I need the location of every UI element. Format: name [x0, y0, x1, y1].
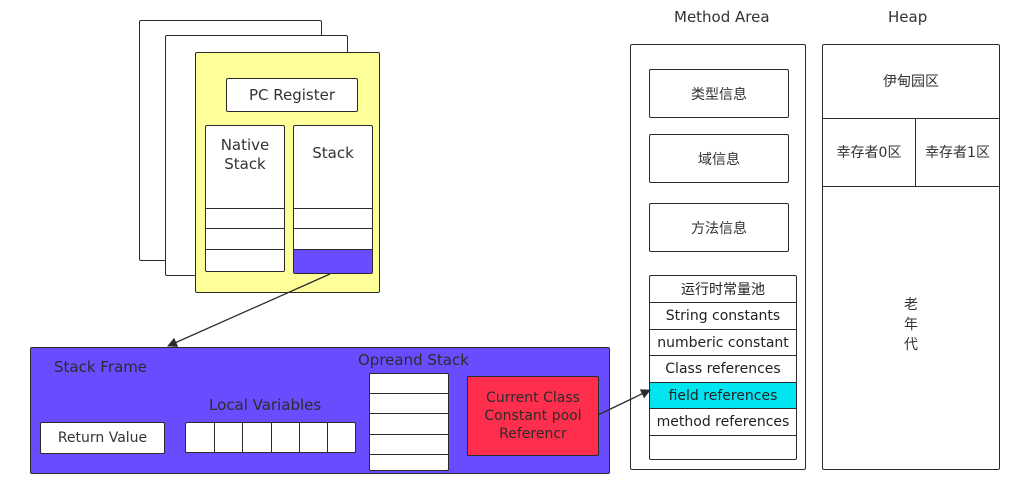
- operand-stack-slot: [370, 454, 448, 455]
- java-stack-slot: [294, 228, 372, 229]
- constant-pool-item: method references: [650, 409, 796, 436]
- heap-divider: [823, 118, 999, 119]
- native-stack-slot: [206, 249, 284, 250]
- thread-page-front: PC Register Native Stack Stack: [195, 52, 380, 293]
- operand-stack-label: Opreand Stack: [358, 351, 469, 369]
- method-area: 类型信息 域信息 方法信息 运行时常量池 String constants nu…: [630, 44, 806, 470]
- local-variable-slot-divider: [270, 423, 272, 452]
- current-class-constant-pool-ref: Current Class Constant pool Referencr: [467, 376, 599, 456]
- local-variable-slot-divider: [326, 423, 328, 452]
- constant-pool-item: numberic constant: [650, 330, 796, 356]
- method-info: 方法信息: [649, 203, 789, 252]
- java-stack-slot: [294, 208, 372, 209]
- eden-space: 伊甸园区: [883, 74, 939, 90]
- local-variable-slot-divider: [242, 423, 244, 452]
- heap: 伊甸园区 幸存者0区 幸存者1区 老 年 代: [822, 44, 1000, 470]
- survivor-divider: [915, 118, 916, 186]
- operand-stack-slot: [370, 434, 448, 435]
- stack-frame-title: Stack Frame: [54, 358, 148, 376]
- java-stack-label: Stack: [312, 144, 354, 162]
- java-stack: Stack: [293, 125, 373, 274]
- constant-pool-item: Class references: [650, 356, 796, 383]
- constant-pool-header: 运行时常量池: [650, 276, 796, 303]
- constant-pool-item-empty: [650, 436, 796, 461]
- old-generation: 老 年 代: [904, 297, 918, 353]
- type-info: 类型信息: [649, 69, 789, 118]
- method-area-title: Method Area: [674, 8, 770, 26]
- local-variables-array: [185, 422, 356, 453]
- constant-pool-item-highlighted: field references: [650, 383, 796, 409]
- pc-register: PC Register: [226, 78, 358, 112]
- survivor-0-space: 幸存者0区: [836, 145, 902, 161]
- native-stack-slot: [206, 228, 284, 229]
- operand-stack: [369, 373, 449, 471]
- return-value: Return Value: [40, 422, 165, 454]
- operand-stack-slot: [370, 393, 448, 394]
- constant-pool-item: String constants: [650, 303, 796, 330]
- local-variable-slot-divider: [214, 423, 216, 452]
- operand-stack-slot: [370, 413, 448, 414]
- stack-frame: Stack Frame Return Value Local Variables…: [30, 347, 610, 474]
- runtime-constant-pool: 运行时常量池 String constants numberic constan…: [649, 275, 797, 460]
- native-stack-label: Native Stack: [220, 136, 270, 173]
- heap-divider: [823, 186, 999, 187]
- native-stack-slot: [206, 208, 284, 209]
- java-stack-top-frame: [294, 249, 372, 273]
- local-variables-label: Local Variables: [209, 396, 322, 414]
- native-stack: Native Stack: [205, 125, 285, 272]
- survivor-1-space: 幸存者1区: [925, 145, 990, 161]
- field-info: 域信息: [649, 134, 789, 183]
- heap-title: Heap: [888, 8, 928, 26]
- local-variable-slot-divider: [298, 423, 300, 452]
